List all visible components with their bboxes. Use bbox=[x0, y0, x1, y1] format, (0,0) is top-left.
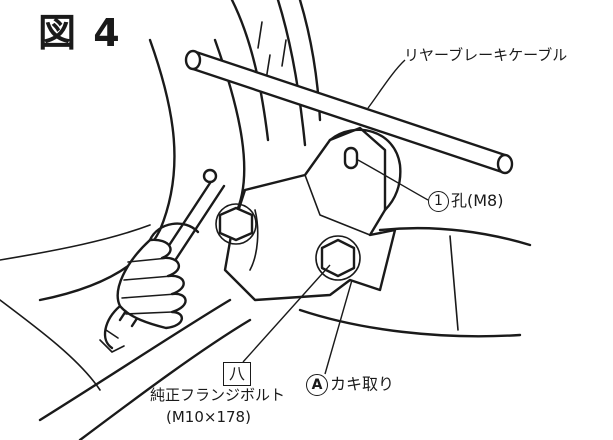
brake-cable-end-left bbox=[184, 49, 202, 71]
stand-leg-outer bbox=[38, 298, 232, 422]
leader-bolt bbox=[242, 264, 331, 363]
upper-member-mid bbox=[276, 0, 307, 147]
stand-leg-base bbox=[0, 299, 101, 391]
hole-number-badge: 1 bbox=[428, 191, 449, 212]
spring-anchor bbox=[99, 329, 125, 353]
bracket-edge-detail bbox=[249, 209, 259, 271]
leader-hole bbox=[357, 159, 429, 201]
right-frame-edge bbox=[449, 235, 459, 331]
bracket-ear-band bbox=[328, 128, 402, 212]
figure-title: 図 4 bbox=[38, 11, 122, 55]
rod-end-top bbox=[202, 168, 218, 184]
bolt-mark-badge: 八 bbox=[223, 362, 251, 386]
flange-bolt-center-head bbox=[320, 238, 356, 278]
right-frame-top bbox=[378, 226, 532, 247]
hole-text: 孔(M8) bbox=[451, 191, 504, 210]
label-flange-bolt: 純正フランジボルト bbox=[150, 386, 286, 404]
flange-bolt-center-flange bbox=[315, 235, 361, 281]
bracket-slot-hole bbox=[343, 146, 359, 170]
upper-member-hatch bbox=[257, 21, 287, 81]
stand-leg-inner bbox=[78, 318, 252, 440]
crimp-text: カキ取り bbox=[330, 374, 395, 394]
label-rear-brake-cable: リヤーブレーキケーブル bbox=[404, 46, 568, 64]
upper-member-left bbox=[230, 0, 270, 142]
frame-tube-lower bbox=[0, 224, 151, 261]
crimp-mark-badge: A bbox=[306, 374, 328, 396]
flange-bolt-left-flange bbox=[215, 203, 257, 245]
brake-cable-end-right bbox=[496, 153, 514, 175]
leader-crimp bbox=[324, 279, 353, 375]
label-bolt-size: (M10×178) bbox=[166, 408, 251, 426]
leader-cable bbox=[367, 59, 406, 109]
spring-hook-top bbox=[148, 222, 200, 242]
right-frame-bottom bbox=[298, 308, 522, 338]
return-spring bbox=[116, 238, 187, 330]
frame-tube-outer bbox=[38, 38, 176, 302]
spring-hook-bottom bbox=[103, 304, 122, 350]
bracket-fold-line bbox=[304, 174, 371, 236]
flange-bolt-left-head bbox=[218, 206, 254, 242]
